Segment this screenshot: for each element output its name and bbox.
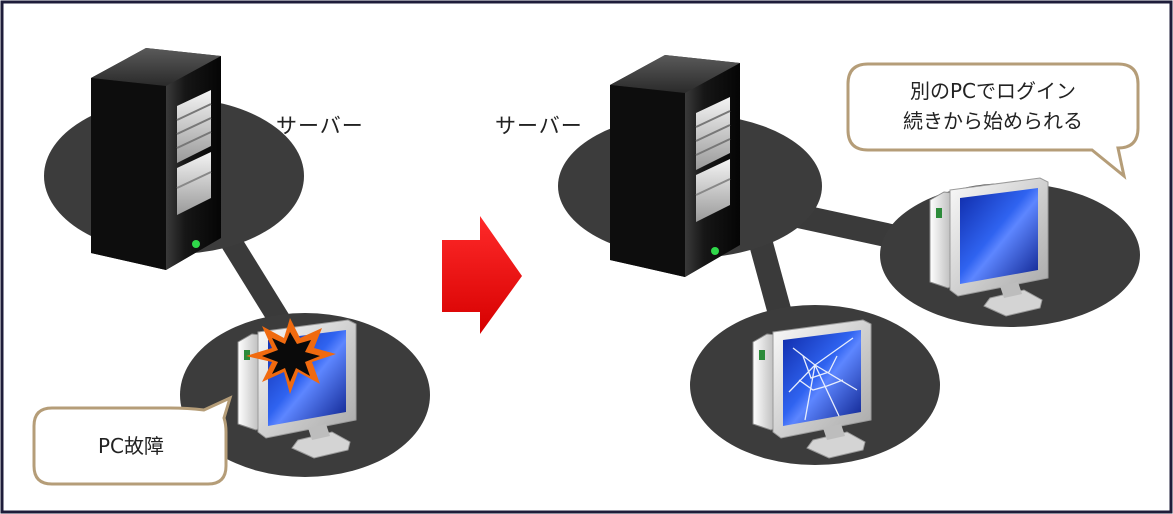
after-server-label: サーバー bbox=[495, 114, 583, 138]
before-callout-box bbox=[32, 395, 233, 486]
before-server-label: サーバー bbox=[276, 114, 364, 138]
after-group bbox=[558, 54, 1140, 465]
screen-crack-icon bbox=[788, 337, 858, 421]
after-callout-line-2: 続きから始められる bbox=[903, 109, 1083, 133]
before-server-icon bbox=[90, 47, 222, 271]
after-callout-text: 別のPCでログイン 続きから始められる bbox=[850, 76, 1136, 136]
explosion-burst-icon bbox=[246, 318, 336, 394]
after-callout-line-1: 別のPCでログイン bbox=[909, 79, 1077, 103]
after-broken-pc-icon bbox=[752, 319, 872, 459]
before-group bbox=[32, 47, 430, 486]
before-callout-text: PC故障 bbox=[97, 434, 165, 458]
after-server-icon bbox=[609, 54, 741, 278]
right-arrow-icon bbox=[442, 216, 522, 334]
after-callout-box bbox=[846, 62, 1140, 180]
